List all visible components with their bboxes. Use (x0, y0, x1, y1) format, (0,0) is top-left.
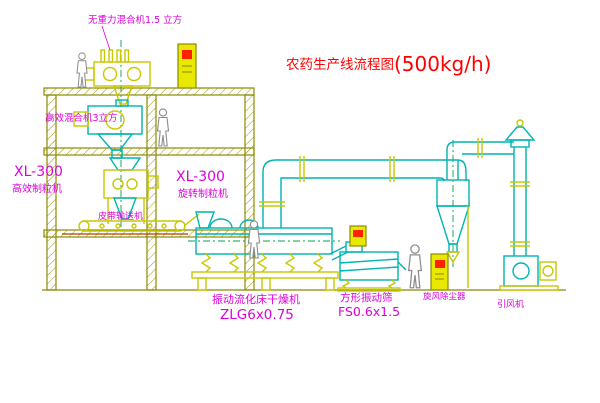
fan-label: 引风机 (497, 298, 524, 310)
high-mixer-label: 高效混合机3立方 (45, 112, 118, 124)
granulator-left-name-label: 高效制粒机 (12, 182, 62, 195)
exhaust-stack (504, 119, 536, 256)
worker-figure-top (76, 52, 88, 88)
rotary-granulator (103, 157, 159, 224)
dryer-model-label: ZLG6x0.75 (220, 307, 294, 323)
worker-figure-mid (156, 108, 170, 147)
worker-figure-screen (408, 244, 422, 289)
main-duct (259, 156, 467, 228)
granulator-name-label: 旋转制粒机 (178, 187, 228, 200)
cyclone-separator (436, 138, 514, 288)
label-leader-line (101, 25, 111, 51)
granulator-left-model-label: XL-300 (14, 164, 63, 180)
high-efficiency-mixer (73, 99, 143, 159)
dryer-name-label: 振动流化床干燥机 (212, 292, 300, 306)
granulator-model-label: XL-300 (176, 169, 225, 185)
column-right (244, 94, 255, 291)
screen-model-label: FS0.6x1.5 (338, 304, 400, 319)
gravity-mixer (79, 49, 151, 105)
screen-name-label: 方形振动筛 (340, 291, 393, 304)
belt-conveyor (62, 213, 200, 235)
vent-cap (504, 119, 536, 148)
diagram-title-capacity: (500kg/h) (394, 52, 491, 76)
gravity-mixer-label: 无重力混合机1.5 立方 (88, 14, 182, 26)
fluid-bed-dryer (191, 211, 349, 291)
vibrating-screen (337, 241, 407, 292)
diagram-title: 农药生产线流程图 (500kg/h) (286, 52, 491, 76)
control-cabinet-1 (177, 43, 197, 89)
control-cabinet-2 (349, 225, 367, 247)
belt-conveyor-label: 皮带输送机 (98, 210, 143, 222)
diagram-title-text: 农药生产线流程图 (286, 57, 394, 73)
cyclone-label: 旋风除尘器 (423, 291, 466, 302)
floor-slab-top (43, 87, 255, 96)
induced-draft-fan (499, 255, 559, 291)
control-cabinet-3 (430, 253, 449, 291)
